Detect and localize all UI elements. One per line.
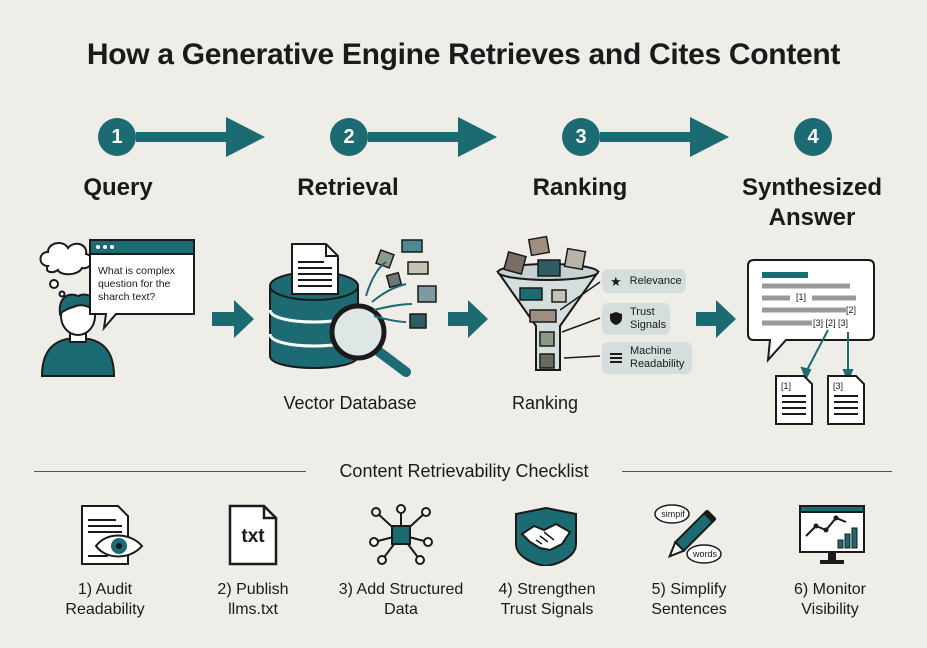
pencil-bubble-top: simpif [661,509,685,519]
arrow-shaft-2 [368,132,460,142]
handshake-icon [515,506,577,566]
query-illustration [39,239,195,377]
checklist-item-6-label: 6) Monitor Visibility [793,581,867,618]
document-icon [291,243,339,295]
checklist-item-2-label: 2) Publish llms.txt [217,581,289,618]
ranking-connectors [560,281,601,359]
retrieval-caption: Vector Database [283,393,417,413]
pencil-bubble-bottom: words [692,549,717,559]
ranking-tiles [503,235,587,369]
signal-trust-label: Trust Signals [630,306,667,331]
stage-3-title: Ranking [532,174,628,201]
arrow-shaft-1 [136,132,228,142]
stage-4-title: Synthesized Answer [741,174,883,231]
txt-icon-text: txt [241,526,265,547]
stage-1-title: Query [83,174,153,201]
arrow-head-1 [226,117,265,157]
flow-arrow-shaft-1 [212,312,236,326]
checklist-item-5-label: 5) Simplify Sentences [651,581,727,618]
arrow-head-3 [690,117,729,157]
network-icon [369,504,433,565]
signal-relevance: ★ Relevance [602,269,686,293]
citation-2: [2] [846,305,857,315]
flow-arrow-head-3 [716,300,736,338]
lines-icon [610,352,622,365]
ranking-caption: Ranking [511,393,579,413]
stage-3-badge: 3 [562,118,600,156]
stage-4-badge: 4 [794,118,832,156]
monitor-chart-icon [799,505,865,564]
arrow-shaft-3 [600,132,692,142]
checklist-item-4-label: 4) Strengthen Trust Signals [498,581,596,618]
answer-illustration [747,259,875,425]
person-icon [40,293,116,377]
flow-arrow-shaft-2 [448,312,470,326]
pencil-icon [654,504,722,564]
flow-arrow-head-2 [468,300,488,338]
source-1-label: [1] [781,381,792,391]
source-3-label: [3] [833,381,844,391]
shield-icon [610,311,622,327]
document-eye-icon [81,505,144,565]
page-title: How a Generative Engine Retrieves and Ci… [86,38,841,71]
source-doc-3-icon [827,375,865,425]
stage-arrows [136,117,729,157]
flow-arrow-head-1 [234,300,254,338]
flow-arrow-shaft-3 [696,312,718,326]
vector-database-illustration [268,239,437,377]
checklist-item-1-label: 1) Audit Readability [65,581,145,618]
divider-left [34,471,306,472]
ranking-funnel-illustration [496,235,600,371]
divider-right [622,471,892,472]
stage-1-badge: 1 [98,118,136,156]
citation-1: [1] [796,292,807,302]
checklist-title: Content Retrievability Checklist [339,461,589,481]
citation-3: [3] [2] [3] [813,318,849,328]
txt-file-icon [228,504,278,566]
signal-relevance-label: Relevance [629,274,682,287]
magnifier-icon [329,303,411,377]
answer-bubble [747,259,875,363]
star-icon: ★ [610,273,622,289]
vector-tiles [375,239,437,329]
query-window [89,239,195,332]
thought-cloud-icon [39,242,93,298]
stage-2-title: Retrieval [297,174,399,201]
arrow-head-2 [458,117,497,157]
checklist-item-3-label: 3) Add Structured Data [338,581,464,618]
signal-machine-readability-label: Machine Readability [630,345,685,370]
stage-2-badge: 2 [330,118,368,156]
signal-trust: Trust Signals [602,303,670,335]
flow-arrows [212,300,736,338]
source-doc-1-icon [775,375,813,425]
signal-machine-readability: Machine Readability [602,342,692,374]
query-bubble-text: What is complex question for the sharch … [98,265,176,303]
